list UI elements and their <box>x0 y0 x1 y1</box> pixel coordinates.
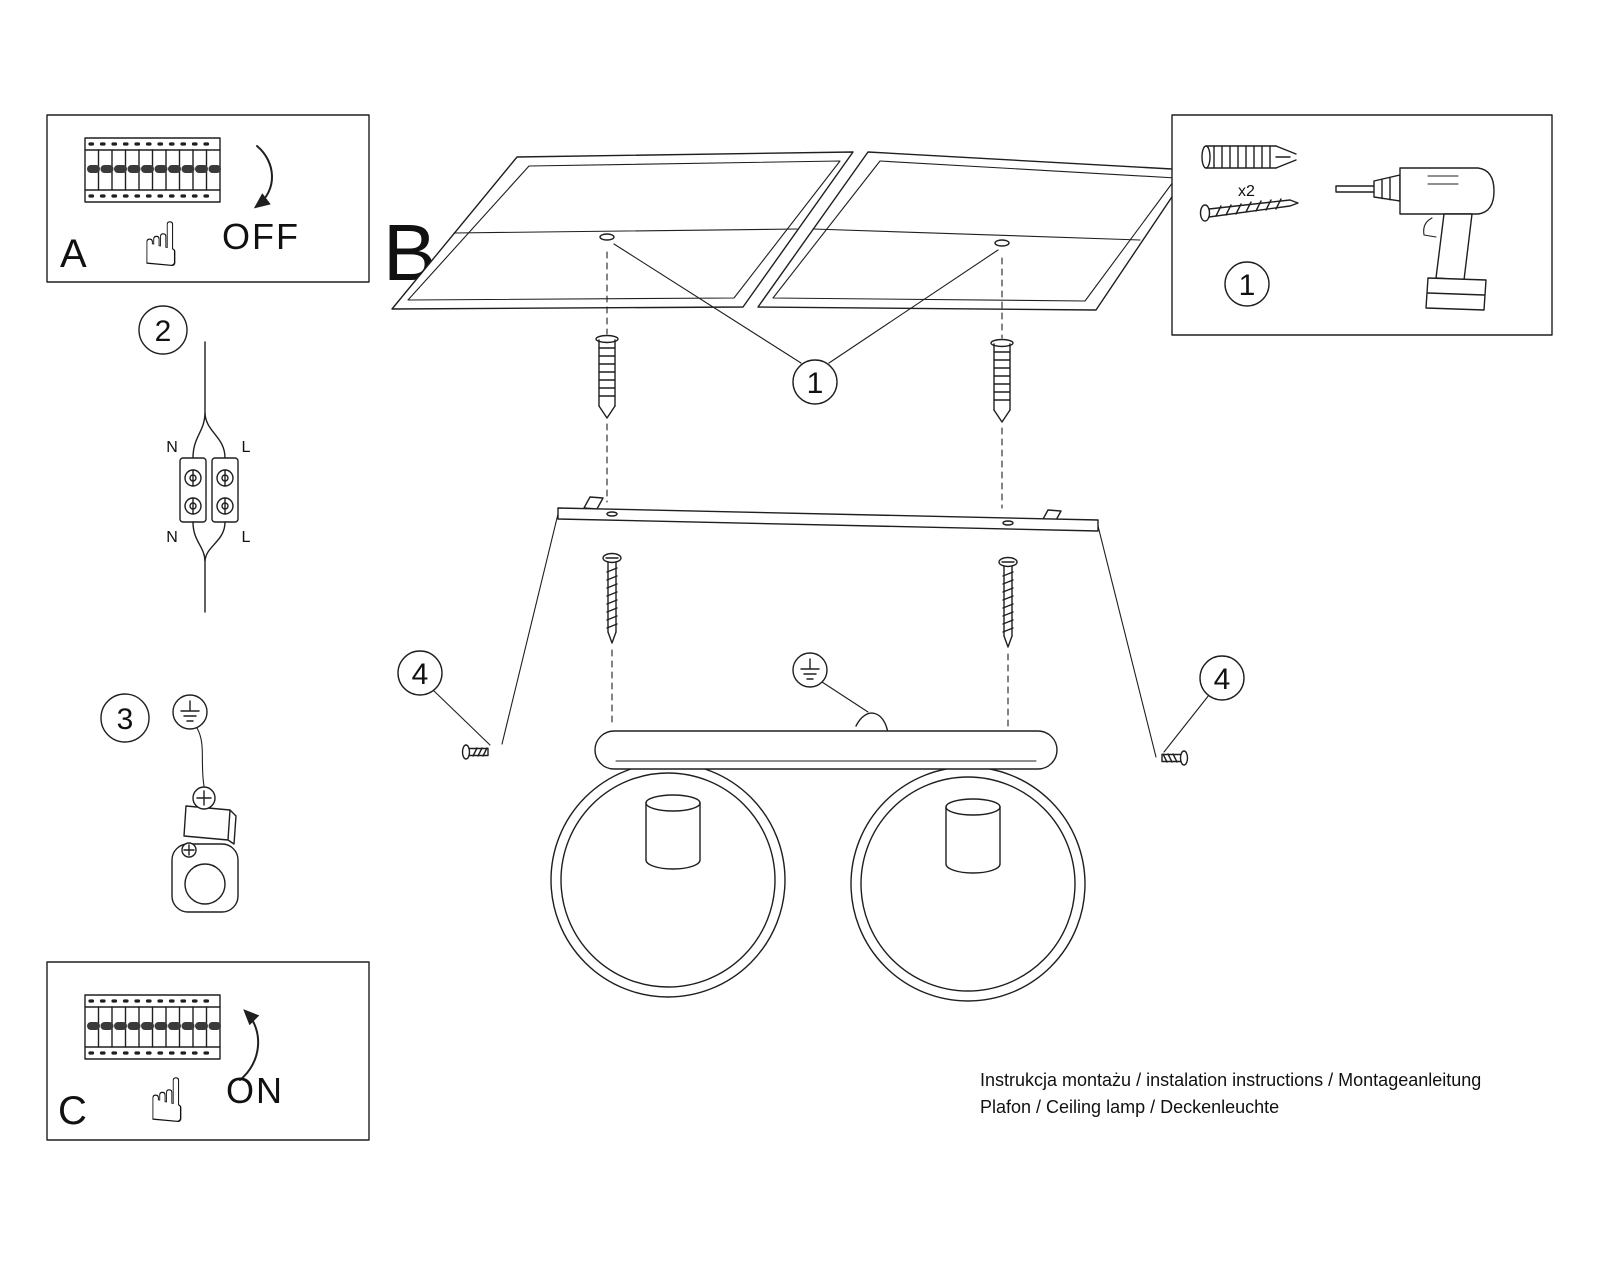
drill-hole-right <box>994 239 1010 247</box>
lamp-shade-right <box>945 798 1001 874</box>
guide-line-left <box>501 513 559 745</box>
lamp-shade-left <box>645 794 701 870</box>
ground-wire-hook <box>855 712 889 734</box>
step-c-box: ☝ ON C <box>46 961 370 1141</box>
terminal-screw <box>216 469 234 487</box>
step-2-wiring: 2 N L N L <box>138 305 251 613</box>
lamp-base <box>594 730 1058 770</box>
ceiling-drawing: 1 <box>391 151 1191 405</box>
phillips-screw-icon <box>192 786 216 810</box>
rotate-arrow-icon <box>239 1009 260 1081</box>
footer-line-1: Instrukcja montażu / instalation instruc… <box>980 1070 1481 1090</box>
anchor-columns <box>595 251 1014 509</box>
mounting-screw-left <box>602 552 622 644</box>
side-screw-left <box>461 744 489 760</box>
callout-1-leader-left <box>613 243 802 364</box>
hand-icon: ☝ <box>142 211 180 280</box>
lamp-assembly: 4 4 <box>397 496 1245 1002</box>
off-label: OFF <box>222 216 300 257</box>
callout-3-label: 3 <box>117 703 134 736</box>
step-c-label: C <box>58 1089 87 1133</box>
callout-1-ceiling <box>792 359 838 405</box>
ground-leader <box>821 681 869 713</box>
footer-line-2: Plafon / Ceiling lamp / Deckenleuchte <box>980 1097 1279 1117</box>
callout-1-box <box>1224 261 1270 307</box>
callout-1-ceiling-label: 1 <box>807 367 824 400</box>
terminal-screw <box>184 497 202 515</box>
callout-4-left <box>397 650 443 696</box>
ground-wire <box>196 727 205 787</box>
ceiling-panel-left-seam <box>453 228 798 234</box>
ground-clamp-hole <box>184 863 226 905</box>
ceiling-panel-right <box>757 151 1191 311</box>
hardware-box: x2 1 <box>1171 114 1553 336</box>
callout-1-leader-right <box>828 249 999 364</box>
wire-label-n-top: N <box>166 439 178 456</box>
callout-4-leader-right <box>1163 694 1210 753</box>
callout-4-right <box>1199 655 1245 701</box>
terminal-screw <box>216 497 234 515</box>
ground-symbol <box>172 694 208 730</box>
mains-wire-top <box>192 341 226 459</box>
callout-4-left-label: 4 <box>412 658 429 691</box>
hand-icon: ☝ <box>148 1067 186 1136</box>
callout-3 <box>100 693 150 743</box>
screw-icon <box>1199 198 1299 222</box>
wire-label-n-bottom: N <box>166 529 178 546</box>
drill-icon <box>1335 167 1495 311</box>
callout-4-leader-left <box>432 689 491 746</box>
ground-clamp-body <box>183 805 237 845</box>
ceiling-panel-right-seam <box>812 228 1141 241</box>
step-a-label: A <box>60 232 87 276</box>
anchor-qty-label: x2 <box>1238 183 1255 200</box>
callout-2-label: 2 <box>155 315 172 348</box>
terminal-screw <box>184 469 202 487</box>
mounting-screw-right <box>998 556 1018 648</box>
drill-hole-left <box>599 233 615 241</box>
wire-label-l-bottom: L <box>242 529 251 546</box>
mains-wire-bottom <box>192 521 226 613</box>
wall-anchor-right <box>990 338 1014 423</box>
phillips-screw-small-icon <box>181 842 197 858</box>
mounting-bracket <box>557 496 1099 532</box>
ground-clamp-lug <box>171 843 239 913</box>
step-3-grounding: 3 <box>100 693 239 913</box>
hardware-box-border <box>1171 114 1553 336</box>
on-label: ON <box>226 1070 284 1111</box>
callout-2 <box>138 305 188 355</box>
callout-4-right-label: 4 <box>1214 663 1231 696</box>
step-a-box: ☝ OFF A <box>46 114 370 283</box>
guide-line-right <box>1097 525 1157 758</box>
rotate-arrow-icon <box>253 145 273 209</box>
wall-anchor-icon <box>1201 145 1297 169</box>
ceiling-panel-right-inner <box>772 160 1177 302</box>
wire-label-l-top: L <box>242 439 251 456</box>
footer: Instrukcja montażu / instalation instruc… <box>980 1070 1481 1117</box>
side-screw-right <box>1161 750 1189 766</box>
callout-1-box-label: 1 <box>1239 269 1256 302</box>
breaker-panel-drawing <box>85 138 220 202</box>
ceiling-panel-left-inner <box>407 160 841 301</box>
wall-anchor-left <box>595 334 619 419</box>
breaker-panel-drawing <box>85 995 220 1059</box>
